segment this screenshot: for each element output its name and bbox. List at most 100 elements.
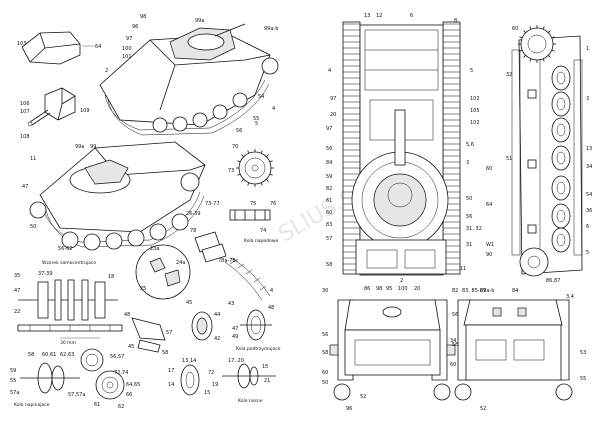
svg-text:47: 47 bbox=[232, 326, 238, 332]
svg-text:73: 73 bbox=[228, 168, 234, 174]
sprocket-tooth bbox=[548, 30, 551, 33]
svg-text:36: 36 bbox=[586, 208, 592, 214]
sprocket-tooth bbox=[523, 55, 526, 58]
svg-text:73-77: 73-77 bbox=[205, 201, 220, 207]
svg-text:58: 58 bbox=[28, 352, 34, 358]
detail-circle: 23a 24a 25 bbox=[135, 244, 191, 300]
svg-text:5: 5 bbox=[470, 68, 473, 74]
svg-text:47: 47 bbox=[14, 288, 20, 294]
svg-text:74: 74 bbox=[260, 228, 266, 234]
svg-text:56-62: 56-62 bbox=[58, 246, 73, 252]
sprocket-tooth bbox=[237, 173, 241, 176]
svg-text:34: 34 bbox=[586, 164, 592, 170]
svg-text:96: 96 bbox=[132, 24, 138, 30]
road-wheel-assembly: 17, 20 19 15 21 Kolo nosne bbox=[212, 358, 276, 404]
svg-text:37-39: 37-39 bbox=[38, 271, 53, 277]
roller-assembly: 75 76 74 Kola napedowe bbox=[229, 201, 278, 244]
svg-text:3: 3 bbox=[466, 160, 469, 166]
svg-text:83, 85-87: 83, 85-87 bbox=[462, 288, 486, 294]
svg-text:31: 31 bbox=[466, 242, 472, 248]
svg-text:51: 51 bbox=[506, 156, 512, 162]
svg-text:60: 60 bbox=[326, 210, 332, 216]
svg-text:75: 75 bbox=[250, 201, 256, 207]
track-links bbox=[152, 57, 279, 133]
sprocket-tooth bbox=[269, 173, 273, 176]
sprocket-part: 70 73 bbox=[228, 144, 274, 187]
hull-front-view bbox=[329, 299, 456, 401]
svg-text:86: 86 bbox=[364, 286, 370, 292]
svg-text:14: 14 bbox=[168, 382, 174, 388]
svg-text:48: 48 bbox=[268, 305, 274, 311]
svg-text:58: 58 bbox=[322, 350, 328, 356]
svg-text:56: 56 bbox=[322, 332, 328, 338]
svg-text:19: 19 bbox=[212, 382, 218, 388]
front-view-labels: 30 86 98 95 100 20 56 58 60 50 96 52 34 bbox=[322, 286, 456, 412]
idler-wheel-side: 17 14 13,14 15 72 bbox=[168, 358, 214, 396]
svg-text:52: 52 bbox=[480, 406, 486, 412]
svg-text:106: 106 bbox=[20, 101, 30, 107]
svg-text:61: 61 bbox=[94, 402, 100, 408]
svg-text:108: 108 bbox=[20, 134, 30, 140]
svg-text:15: 15 bbox=[204, 390, 210, 396]
hull-upper-view: 99a 99a-b 98 96 97 100 101 2 54 55 56 4 … bbox=[99, 14, 279, 136]
svg-text:60: 60 bbox=[512, 26, 518, 32]
svg-text:2: 2 bbox=[105, 68, 108, 74]
svg-text:12: 12 bbox=[376, 13, 382, 19]
svg-text:64: 64 bbox=[95, 44, 101, 50]
svg-text:3,4: 3,4 bbox=[566, 294, 574, 300]
svg-text:52: 52 bbox=[360, 394, 366, 400]
sprocket-wheel-bottom: 72,74 64,65 66 61 62 bbox=[94, 370, 140, 410]
svg-text:59: 59 bbox=[10, 368, 16, 374]
hull-plan-view bbox=[342, 21, 461, 276]
svg-text:100: 100 bbox=[398, 286, 408, 292]
svg-text:55: 55 bbox=[580, 376, 586, 382]
svg-text:50: 50 bbox=[466, 196, 472, 202]
sprocket-tooth bbox=[548, 55, 551, 58]
svg-text:24a: 24a bbox=[176, 260, 185, 266]
svg-text:99a-b: 99a-b bbox=[264, 26, 278, 32]
sprocket-wheel-front: 56,57 bbox=[80, 348, 124, 372]
svg-text:86,87: 86,87 bbox=[546, 278, 560, 284]
svg-text:95: 95 bbox=[386, 286, 392, 292]
svg-text:44: 44 bbox=[214, 312, 220, 318]
svg-text:78a-78c: 78a-78c bbox=[218, 258, 239, 264]
svg-text:58: 58 bbox=[326, 262, 332, 268]
svg-text:102: 102 bbox=[470, 96, 480, 102]
svg-text:62,63: 62,63 bbox=[60, 352, 74, 358]
svg-text:62: 62 bbox=[118, 404, 124, 410]
sprocket-teeth bbox=[518, 25, 556, 63]
svg-text:13,14: 13,14 bbox=[182, 358, 196, 364]
wheel-bracket-parts: 78 78a-78c bbox=[190, 228, 239, 264]
svg-text:26-39: 26-39 bbox=[186, 211, 201, 217]
sprocket-tooth bbox=[260, 150, 263, 154]
gun-mantlet-part: 106 107 108 109 bbox=[20, 87, 90, 140]
svg-text:84: 84 bbox=[326, 160, 332, 166]
svg-text:35: 35 bbox=[14, 273, 20, 279]
svg-text:99a: 99a bbox=[75, 144, 84, 150]
svg-text:1: 1 bbox=[586, 46, 589, 52]
svg-text:101: 101 bbox=[122, 54, 132, 60]
sprocket-tooth bbox=[551, 49, 555, 52]
svg-text:55: 55 bbox=[253, 116, 259, 122]
svg-text:11: 11 bbox=[30, 156, 36, 162]
plan-view-labels: 13 12 6 8 4 97 20 97 56 84 59 82 61 60 8… bbox=[326, 13, 482, 284]
svg-text:18: 18 bbox=[108, 274, 114, 280]
svg-text:21: 21 bbox=[264, 378, 270, 384]
svg-text:54: 54 bbox=[258, 94, 264, 100]
svg-text:4: 4 bbox=[270, 288, 273, 294]
svg-text:55: 55 bbox=[10, 378, 16, 384]
svg-text:4: 4 bbox=[328, 68, 331, 74]
svg-text:50: 50 bbox=[322, 380, 328, 386]
track-links bbox=[343, 23, 360, 271]
svg-text:32: 32 bbox=[506, 72, 512, 78]
svg-text:56: 56 bbox=[466, 214, 472, 220]
sprocket-tooth bbox=[237, 160, 241, 163]
svg-text:5: 5 bbox=[586, 250, 589, 256]
svg-text:58: 58 bbox=[162, 350, 168, 356]
svg-text:Kolo napinajace: Kolo napinajace bbox=[14, 402, 50, 408]
sprocket-tooth bbox=[247, 150, 250, 154]
svg-text:4: 4 bbox=[272, 106, 275, 112]
svg-text:57: 57 bbox=[326, 236, 332, 242]
svg-text:Wzorek samocentrujace: Wzorek samocentrujace bbox=[42, 260, 96, 266]
sprocket-tooth bbox=[529, 58, 532, 62]
